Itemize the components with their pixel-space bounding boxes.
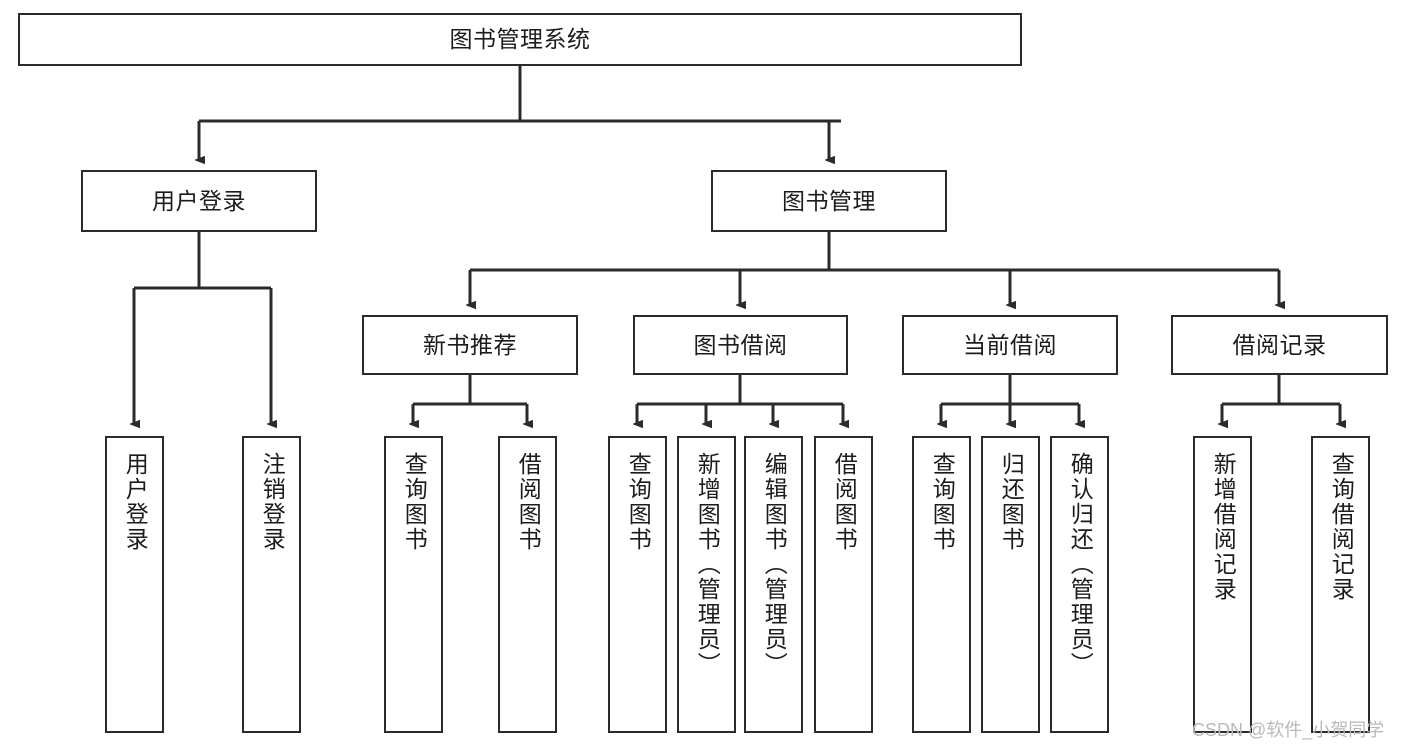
node-leaf-query-borrow-record[interactable]: 查询借阅记录 xyxy=(1311,436,1370,733)
node-current-borrow[interactable]: 当前借阅 xyxy=(902,315,1118,375)
node-label: 编辑图书（管理员） xyxy=(761,452,788,677)
node-leaf-query-book-recommend[interactable]: 查询图书 xyxy=(384,436,443,733)
node-leaf-query-book-current[interactable]: 查询图书 xyxy=(912,436,971,733)
node-book-management[interactable]: 图书管理 xyxy=(711,170,947,232)
node-label: 图书管理系统 xyxy=(449,26,591,53)
node-leaf-add-book-admin[interactable]: 新增图书（管理员） xyxy=(677,436,736,733)
node-leaf-logout[interactable]: 注销登录 xyxy=(242,436,301,733)
node-leaf-add-borrow-record[interactable]: 新增借阅记录 xyxy=(1193,436,1252,733)
node-label: 查询图书 xyxy=(401,452,428,552)
node-root-book-management-system[interactable]: 图书管理系统 xyxy=(18,13,1022,66)
node-leaf-borrow-book[interactable]: 借阅图书 xyxy=(814,436,873,733)
node-label: 借阅图书 xyxy=(831,452,858,552)
node-leaf-user-login[interactable]: 用户登录 xyxy=(105,436,164,733)
node-label: 用户登录 xyxy=(122,452,149,552)
node-leaf-borrow-book-recommend[interactable]: 借阅图书 xyxy=(498,436,557,733)
node-label: 确认归还（管理员） xyxy=(1067,452,1094,677)
node-leaf-query-book-borrow[interactable]: 查询图书 xyxy=(608,436,667,733)
node-label: 查询图书 xyxy=(625,452,652,552)
node-label: 注销登录 xyxy=(259,452,286,552)
watermark-text: CSDN @软件_小贺同学 xyxy=(1192,720,1385,740)
node-leaf-return-book[interactable]: 归还图书 xyxy=(981,436,1040,733)
node-label: 当前借阅 xyxy=(963,331,1057,358)
node-label: 图书管理 xyxy=(782,187,876,214)
node-label: 新书推荐 xyxy=(423,331,517,358)
node-label: 借阅记录 xyxy=(1232,331,1327,358)
node-user-login[interactable]: 用户登录 xyxy=(81,170,317,232)
node-label: 借阅图书 xyxy=(515,452,542,552)
node-leaf-edit-book-admin[interactable]: 编辑图书（管理员） xyxy=(744,436,803,733)
node-new-book-recommend[interactable]: 新书推荐 xyxy=(362,315,578,375)
node-book-borrow[interactable]: 图书借阅 xyxy=(633,315,848,375)
node-label: 新增借阅记录 xyxy=(1210,452,1237,602)
node-borrow-record[interactable]: 借阅记录 xyxy=(1171,315,1388,375)
node-label: 归还图书 xyxy=(998,452,1025,552)
node-label: 查询借阅记录 xyxy=(1328,452,1355,602)
node-label: 用户登录 xyxy=(152,187,246,214)
node-label: 图书借阅 xyxy=(693,331,788,358)
node-label: 查询图书 xyxy=(929,452,956,552)
node-leaf-confirm-return-admin[interactable]: 确认归还（管理员） xyxy=(1050,436,1109,733)
node-label: 新增图书（管理员） xyxy=(694,452,721,677)
